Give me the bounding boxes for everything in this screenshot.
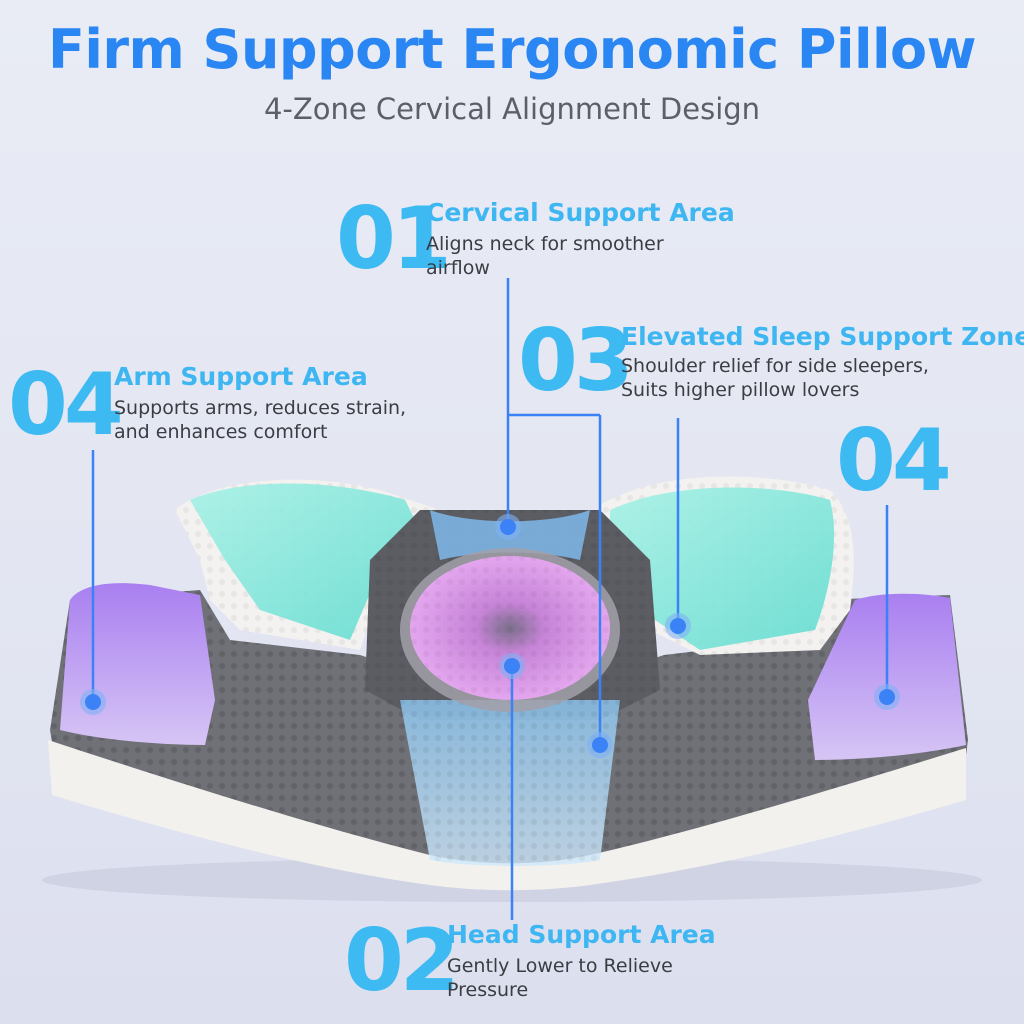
zone-number-01: 01 <box>336 189 452 289</box>
cervical-desc: Aligns neck for smoother airflow <box>426 233 664 279</box>
elevated-title: Elevated Sleep Support Zone <box>621 322 1024 351</box>
zone-number-02: 02 <box>344 911 460 1011</box>
pillow-bottom-rim <box>48 740 966 891</box>
left-arm-zone <box>60 583 215 745</box>
arm-desc: Supports arms, reduces strain, and enhan… <box>114 397 407 443</box>
right-teal-zone <box>610 487 835 650</box>
zone-number-04-left: 04 <box>8 355 124 455</box>
zone-number-03: 03 <box>518 311 634 411</box>
arm-title: Arm Support Area <box>114 362 368 391</box>
left-teal-zone <box>190 483 420 640</box>
zone-number-04-right: 04 <box>836 411 952 511</box>
cervical-title: Cervical Support Area <box>426 198 735 227</box>
page-subtitle: 4-Zone Cervical Alignment Design <box>263 92 761 126</box>
head-desc: Gently Lower to Relieve Pressure <box>447 955 673 1001</box>
pointer-dots <box>80 514 900 758</box>
page-title: Firm Support Ergonomic Pillow <box>47 18 977 81</box>
head-title: Head Support Area <box>447 920 716 949</box>
elevated-desc: Shoulder relief for side sleepers, Suits… <box>621 355 929 401</box>
pointer-lines <box>91 278 889 920</box>
